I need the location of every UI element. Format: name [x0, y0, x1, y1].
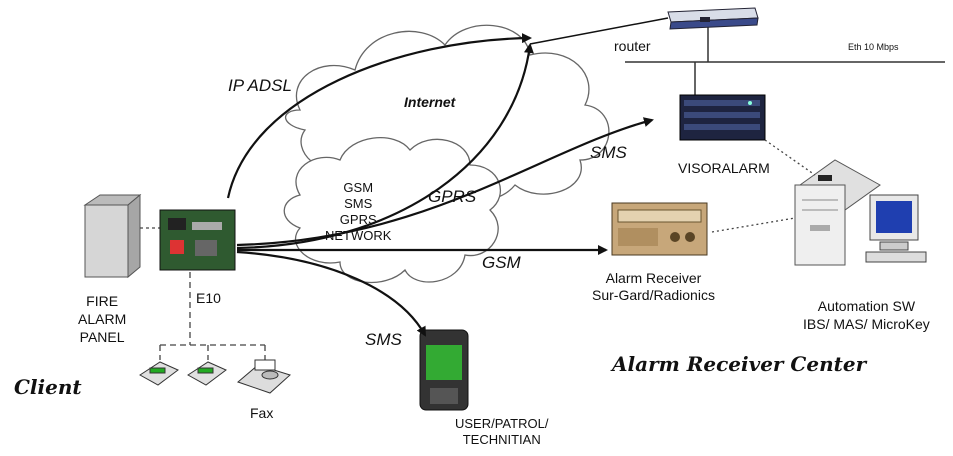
gprs-arrow [236, 43, 534, 250]
sms-bottom-label: SMS [365, 330, 402, 349]
fire-panel-label: FIRE ALARM PANEL [78, 293, 127, 345]
receiver-server-link [711, 217, 796, 233]
client-title: Client [14, 375, 82, 399]
ip-adsl-label: IP ADSL [228, 76, 292, 95]
user-label: USER/PATROL/ TECHNITIAN [455, 416, 549, 447]
visor-server-link [764, 139, 816, 176]
gsm-label: GSM [482, 253, 521, 272]
telephone-icon [139, 361, 179, 386]
automation-label: Automation SW IBS/ MAS/ MicroKey [803, 298, 930, 332]
ethernet-label: Eth 10 Mbps [848, 42, 899, 52]
e10-line-tree [159, 272, 266, 360]
internet-label: Internet [404, 94, 456, 110]
ip-adsl-arrow [226, 33, 532, 199]
sms-bottom-arrow [236, 250, 426, 337]
sms-top-label: SMS [590, 143, 627, 162]
sms-top-arrow [236, 117, 654, 247]
gsm-network-cloud [283, 137, 501, 284]
fax-label: Fax [250, 405, 274, 421]
router-icon [667, 7, 759, 30]
gsm-cloud-label: GSM SMS GPRS NETWORK [325, 180, 392, 243]
visoralarm-label: VISORALARM [678, 160, 770, 176]
e10-label: E10 [196, 290, 221, 306]
router-uplink [529, 17, 669, 45]
telephone-icon [187, 361, 227, 386]
center-title: Alarm Receiver Center [612, 352, 867, 376]
fax-icon [237, 359, 291, 394]
visoralarm-device-icon [679, 94, 766, 141]
fire-alarm-panel-icon [83, 193, 142, 279]
alarm-receiver-label: Alarm Receiver Sur-Gard/Radionics [592, 270, 715, 303]
router-label: router [614, 38, 651, 54]
alarm-receiver-icon [611, 202, 708, 256]
communicator-board-icon [159, 209, 236, 271]
server-icon [794, 159, 881, 266]
workstation-icon [865, 194, 927, 263]
mobile-phone-icon [419, 329, 469, 411]
gprs-label: GPRS [428, 187, 477, 206]
